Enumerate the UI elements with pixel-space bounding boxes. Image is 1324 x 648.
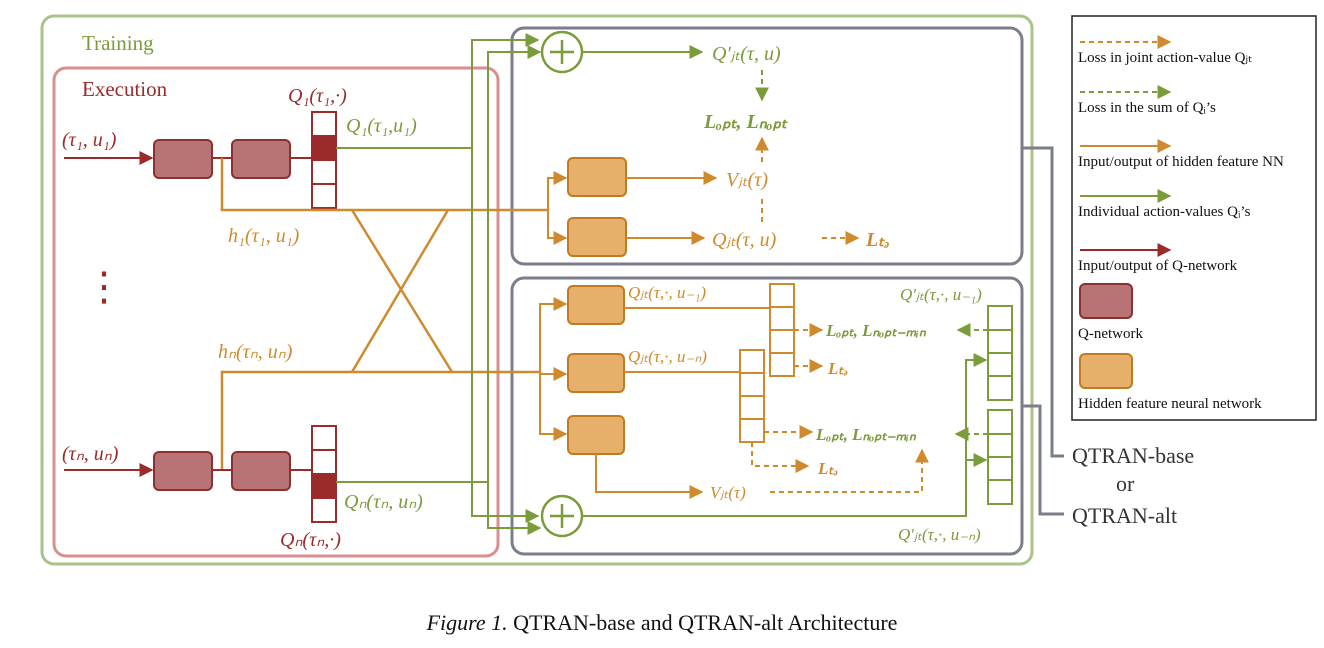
loss-min2-label: Lₒₚₜ, Lₙₒₚₜ₋ₘᵢₙ <box>815 425 917 444</box>
hidden-nn-qjt-m1 <box>567 285 625 325</box>
caption-figure-number: Figure 1. <box>426 610 508 635</box>
hN-feature-line <box>220 370 540 470</box>
hidden-nn-qjt-mN <box>567 353 625 393</box>
training-label: Training <box>82 31 154 55</box>
loss-min1-label: Lₒₚₜ, Lₙₒₚₜ₋ₘᵢₙ <box>825 321 927 340</box>
legend-item-6: Q-network <box>1078 283 1143 342</box>
qtran-or-label: or <box>1116 471 1135 496</box>
green-bus-1 <box>471 33 540 148</box>
vjt-bottom-dashed <box>770 448 929 493</box>
sum-node-bottom <box>540 494 584 538</box>
qprime-m1-label: Q′ⱼₜ(τ,·, u₋₁) <box>900 285 982 304</box>
legend-text-2: Loss in the sum of Qᵢ’s <box>1078 100 1216 116</box>
legend-item-5: Input/output of Q-network <box>1078 243 1238 274</box>
legend-item-1: Loss in joint action-value Qⱼₜ <box>1078 35 1253 66</box>
cross-line-2 <box>350 209 450 373</box>
qprime-vector-mN <box>987 409 1013 505</box>
architecture-diagram: Training Execution (τ₁, u₁) Q₁(τ₁,·) Q₁(… <box>40 14 1317 566</box>
qprime-vector-m1 <box>987 305 1013 401</box>
feature-bus-bottom-2 <box>539 367 568 381</box>
vjt-top-label: Vⱼₜ(τ) <box>726 169 768 191</box>
legend-text-6: Q-network <box>1078 326 1143 342</box>
ltd-low-arrow <box>751 442 810 473</box>
qtran-base-label: QTRAN-base <box>1072 443 1194 468</box>
feature-bus-bottom-3 <box>539 372 568 441</box>
qjt-vector-m1 <box>769 283 795 377</box>
qprime-mN-label: Q′ⱼₜ(τ,·, u₋ₙ) <box>898 525 981 544</box>
connector-qtran-alt <box>1022 404 1064 516</box>
vjt-bottom-label: Vⱼₜ(τ) <box>710 483 746 502</box>
hidden-nn-vjt-top <box>567 157 627 197</box>
execution-label: Execution <box>82 77 168 101</box>
qjt-vector-mN <box>739 349 765 443</box>
figure-caption: Figure 1. QTRAN-base and QTRAN-alt Archi… <box>0 610 1324 636</box>
green-bus-4 <box>487 482 542 535</box>
q1-output-label: Q₁(τ₁,u₁) <box>346 115 417 137</box>
qN-output-label: Qₙ(τₙ, uₙ) <box>344 491 423 513</box>
sum-node-top <box>540 30 584 74</box>
feature-split-bottom <box>547 210 568 245</box>
qjt-top-label: Qⱼₜ(τ, u) <box>712 229 777 251</box>
loss-opt-label: Lₒₚₜ, Lₙₒₚₜ <box>703 111 788 133</box>
qprime-top-label: Q′ⱼₜ(τ, u) <box>712 43 781 65</box>
legend-text-7: Hidden feature neural network <box>1078 396 1262 412</box>
hN-label: hₙ(τₙ, uₙ) <box>218 341 293 363</box>
bottom-module-box <box>510 276 1024 556</box>
vjt-bottom-line <box>595 454 704 499</box>
hidden-nn-qjt-top <box>567 217 627 257</box>
legend-item-2: Loss in the sum of Qᵢ’s <box>1078 85 1216 116</box>
q-vector-agentN <box>311 425 337 523</box>
top-module-box <box>510 26 1024 266</box>
feature-split-top <box>547 171 568 210</box>
legend-text-4: Individual action-values Qᵢ’s <box>1078 204 1251 220</box>
legend-text-5: Input/output of Q-network <box>1078 258 1238 274</box>
caption-text: QTRAN-base and QTRAN-alt Architecture <box>513 610 898 635</box>
legend-item-3: Input/output of hidden feature NN <box>1078 139 1284 170</box>
green-bus-3 <box>487 45 542 482</box>
qjt-mN-label: Qⱼₜ(τ,·, u₋ₙ) <box>628 347 707 366</box>
h1-feature-line <box>220 158 548 212</box>
training-box <box>40 14 1034 566</box>
green-bus-2 <box>471 148 540 523</box>
legend-text-1: Loss in joint action-value Qⱼₜ <box>1078 50 1253 66</box>
legend-swatch-7 <box>1079 353 1133 389</box>
connector-qtran-base <box>1022 146 1064 458</box>
q1-top-label: Q₁(τ₁,·) <box>288 85 347 107</box>
q-vector-agent1 <box>311 111 337 209</box>
ltd-top-label: Lₜₔ <box>865 229 890 251</box>
legend-box <box>1071 15 1317 421</box>
legend-text-3: Input/output of hidden feature NN <box>1078 154 1284 170</box>
execution-box <box>52 66 500 558</box>
input-label-agent1: (τ₁, u₁) <box>62 129 117 151</box>
ltd-mid-label: Lₜₔ <box>827 359 848 378</box>
qN-bottom-label: Qₙ(τₙ,·) <box>280 529 341 551</box>
agents-ellipsis: ⋮ <box>84 264 124 310</box>
q-network-block-1a <box>153 139 213 179</box>
q-network-block-Na <box>153 451 213 491</box>
q-network-block-Nb <box>231 451 291 491</box>
legend-item-7: Hidden feature neural network <box>1078 353 1262 412</box>
qtran-alt-label: QTRAN-alt <box>1072 503 1177 528</box>
input-label-agentN: (τₙ, uₙ) <box>62 443 119 465</box>
legend-swatch-6 <box>1079 283 1133 319</box>
legend-item-4: Individual action-values Qᵢ’s <box>1078 189 1251 220</box>
h1-label: h₁(τ₁, u₁) <box>228 225 300 247</box>
sum-bottom-output <box>582 353 988 517</box>
q-network-block-1b <box>231 139 291 179</box>
feature-bus-bottom <box>539 297 568 372</box>
cross-line-1 <box>350 209 454 373</box>
qjt-m1-label: Qⱼₜ(τ,·, u₋₁) <box>628 283 706 302</box>
hidden-nn-vjt-bottom <box>567 415 625 455</box>
ltd-low-label: Lₜₔ <box>817 459 838 478</box>
